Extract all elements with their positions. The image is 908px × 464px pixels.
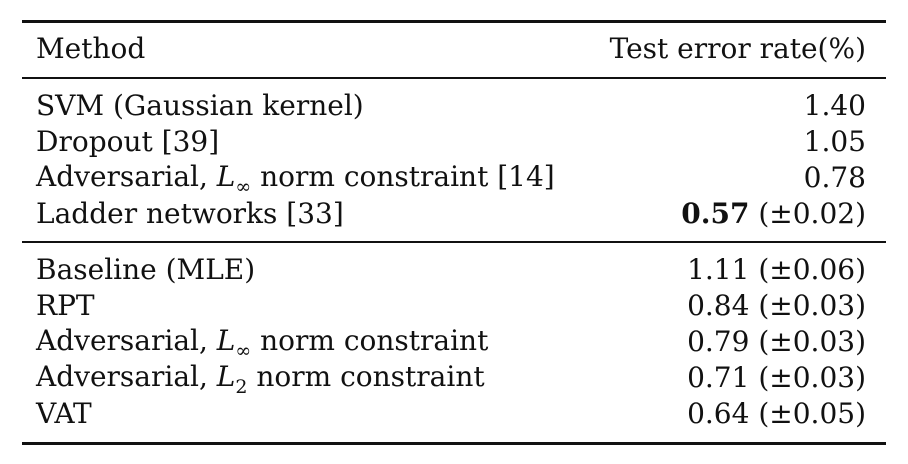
error-cell: 0.57 (±0.02) bbox=[681, 196, 866, 232]
error-cell: 0.79 (±0.03) bbox=[687, 325, 866, 358]
method-prefix: Adversarial, bbox=[36, 323, 217, 357]
method-cell: Baseline (MLE) bbox=[36, 253, 256, 286]
header-row: Method Test error rate(%) bbox=[36, 31, 866, 67]
error-cell: 1.40 bbox=[803, 89, 866, 122]
method-cell: Dropout [39] bbox=[36, 125, 220, 158]
error-cell: 1.11 (±0.06) bbox=[687, 253, 866, 286]
table-row: Baseline (MLE) 1.11 (±0.06) bbox=[36, 252, 866, 288]
method-cell: Ladder networks [33] bbox=[36, 197, 344, 230]
error-cell: 0.84 (±0.03) bbox=[687, 289, 866, 322]
bottom-rule bbox=[22, 442, 886, 445]
method-cell: Adversarial, L∞ norm constraint bbox=[36, 323, 488, 362]
error-column-header: Test error rate(%) bbox=[609, 32, 866, 65]
table-row: Adversarial, L2 norm constraint 0.71 (±0… bbox=[36, 359, 866, 398]
best-value: 0.57 bbox=[681, 197, 750, 230]
table-row: VAT 0.64 (±0.05) bbox=[36, 396, 866, 432]
table-row: Adversarial, L∞ norm constraint [14] 0.7… bbox=[36, 159, 866, 198]
method-cell: VAT bbox=[36, 397, 92, 430]
table-row: Adversarial, L∞ norm constraint 0.79 (±0… bbox=[36, 323, 866, 362]
table-row: SVM (Gaussian kernel) 1.40 bbox=[36, 88, 866, 124]
math-symbol: L bbox=[216, 359, 236, 393]
math-subscript: ∞ bbox=[235, 175, 252, 198]
method-suffix: norm constraint bbox=[251, 323, 489, 357]
table-row: RPT 0.84 (±0.03) bbox=[36, 288, 866, 324]
method-cell: Adversarial, L∞ norm constraint [14] bbox=[36, 159, 555, 198]
error-cell: 1.05 bbox=[803, 125, 866, 158]
header-rule bbox=[22, 77, 886, 79]
error-cell: 0.78 bbox=[803, 161, 866, 194]
method-suffix: norm constraint bbox=[247, 359, 485, 393]
method-cell: RPT bbox=[36, 289, 95, 322]
top-rule bbox=[22, 20, 886, 23]
group-rule bbox=[22, 241, 886, 243]
math-symbol: L bbox=[216, 159, 236, 193]
error-cell: 0.71 (±0.03) bbox=[687, 361, 866, 394]
math-subscript: ∞ bbox=[235, 339, 252, 362]
method-cell: SVM (Gaussian kernel) bbox=[36, 89, 364, 122]
method-cell: Adversarial, L2 norm constraint bbox=[36, 359, 485, 398]
method-column-header: Method bbox=[36, 32, 146, 65]
method-suffix: norm constraint [14] bbox=[251, 159, 555, 193]
method-prefix: Adversarial, bbox=[36, 159, 217, 193]
error-cell: 0.64 (±0.05) bbox=[687, 397, 866, 430]
table-row: Dropout [39] 1.05 bbox=[36, 124, 866, 160]
value-deviation: (±0.02) bbox=[749, 197, 866, 230]
math-subscript: 2 bbox=[235, 375, 248, 398]
math-symbol: L bbox=[216, 323, 236, 357]
method-prefix: Adversarial, bbox=[36, 359, 217, 393]
table-row: Ladder networks [33] 0.57 (±0.02) bbox=[36, 196, 866, 232]
